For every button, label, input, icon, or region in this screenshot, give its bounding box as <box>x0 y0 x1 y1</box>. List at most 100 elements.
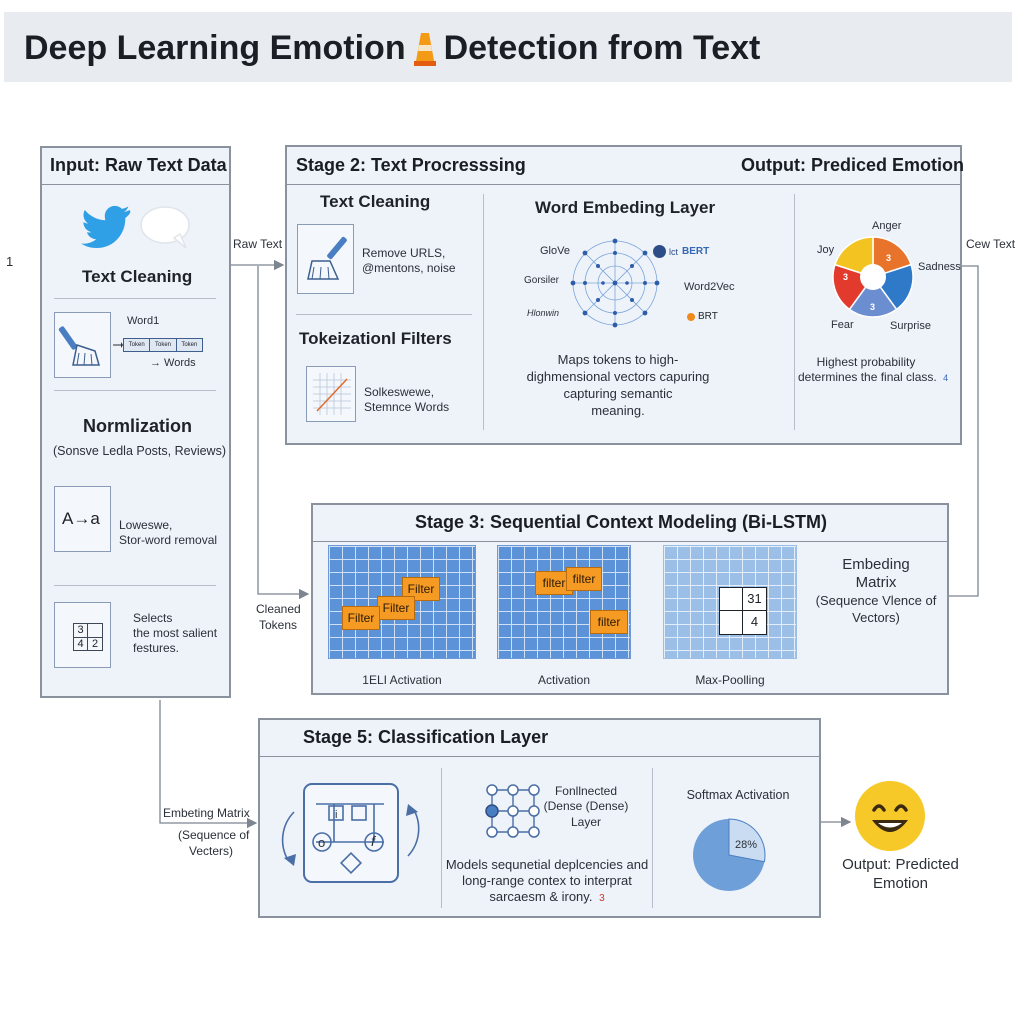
normalization-desc-1: Loweswe, <box>119 518 173 532</box>
embedding-heading: Word Embeding Layer <box>535 198 716 217</box>
chart-grid-icon <box>313 373 351 415</box>
stage3-embed-3: (Sequence Vlence of <box>815 593 937 608</box>
emotion-badge: 3 <box>886 253 892 263</box>
token-chip: Token <box>176 338 203 352</box>
activation-caption-2: Activation <box>537 673 591 687</box>
max-pooling-caption: Max-Poolling <box>695 673 765 687</box>
tokenization-desc-2: Stemnce Words <box>364 400 450 414</box>
cew-text-label: Cew Text <box>966 237 1016 251</box>
selection-cell <box>88 624 102 638</box>
tokenization-heading: Tokeizationl Filters <box>299 329 452 348</box>
side-marker: 1 <box>6 254 14 269</box>
input-broom-icon-box <box>54 312 111 378</box>
stage5-title: Stage 5: Classification Layer <box>303 727 549 747</box>
stage5-divider-2 <box>652 768 653 908</box>
emotion-pie-chart <box>832 236 914 318</box>
embedding-desc-4: meaning. <box>591 403 645 418</box>
surprise-slice <box>848 275 898 318</box>
normalization-caption: (Sonsve Ledla Posts, Reviews) <box>53 444 226 458</box>
stage5-desc-1: Models sequnetial deplcencies and <box>445 857 649 872</box>
filter-block: Filter <box>402 577 440 601</box>
embedding-network-icon <box>570 238 660 328</box>
pooling-cells: 31 4 <box>719 587 767 635</box>
bert-bottom-label: BRT <box>698 311 718 322</box>
lowercase-icon: A→a <box>62 509 100 528</box>
selection-desc-3: festures. <box>133 641 180 655</box>
stage2-title: Stage 2: Text Procresssing <box>296 155 526 175</box>
dense-layer-network-icon <box>485 784 540 838</box>
output-mark: 4 <box>943 373 949 383</box>
circuit-label-i: i <box>335 809 338 821</box>
embedding-desc-1: Maps tokens to high- <box>557 352 679 367</box>
pool-cell: 31 <box>743 588 766 611</box>
input-divider-3 <box>54 585 216 586</box>
embed-flow-label-3: Vecters) <box>189 844 234 858</box>
pool-cell <box>720 588 743 611</box>
word2vec-label: Word2Vec <box>684 281 735 293</box>
traffic-cone-icon <box>413 33 436 66</box>
surprise-label: Surprise <box>890 320 931 332</box>
twitter-bird-icon <box>81 205 131 248</box>
normalization-desc-2: Stor-word removal <box>119 533 218 547</box>
final-output-line-2: Emotion <box>872 875 929 892</box>
embed-flow-label-2: (Sequence of <box>178 828 250 842</box>
output-desc-1: Highest probability <box>816 355 916 369</box>
bert-prefix-label: lct <box>669 246 678 257</box>
emotion-badge: 3 <box>870 302 876 312</box>
input-panel-header-divider <box>41 184 230 185</box>
output-desc-2-row: determines the final class. 4 <box>798 370 948 384</box>
dense-desc-1: Fonllnected <box>554 784 618 798</box>
final-output-line-1: Output: Predicted <box>842 856 959 873</box>
token-chip: Token <box>123 338 151 352</box>
token-strip: Token Token Token <box>123 338 203 352</box>
word-label: Word1 <box>127 315 160 327</box>
output-desc-2: determines the final class. <box>798 370 937 384</box>
words-label: → Words <box>150 357 196 369</box>
stage2-cleaning-desc-2: @mentons, noise <box>362 261 456 275</box>
stage5-mark: 3 <box>599 893 605 904</box>
bert-bottom-badge: BRT <box>687 311 718 322</box>
input-divider-2 <box>54 390 216 391</box>
selection-desc-1: Selects <box>133 611 173 625</box>
joy-slice <box>834 236 874 279</box>
embedding-desc-3: capturing semantic <box>563 386 673 401</box>
broom-icon <box>307 236 347 280</box>
stage2-divider-2 <box>794 194 795 430</box>
fear-label: Fear <box>831 319 854 331</box>
smiling-emoji-icon <box>855 781 925 851</box>
cleaned-tokens-label-2: Tokens <box>259 618 298 632</box>
input-text-cleaning-heading: Text Cleaning <box>82 267 193 286</box>
stage3-title: Stage 3: Sequential Context Modeling (Bi… <box>415 512 828 532</box>
selection-cell: 3 <box>74 624 88 638</box>
title-part-2: Detection from Text <box>443 28 761 67</box>
title-bar <box>4 12 1012 82</box>
stage3-embed-1: Embeding <box>842 556 910 573</box>
selection-cell: 4 <box>74 638 88 651</box>
selection-grid: 3 4 2 <box>73 623 103 651</box>
selection-icon-box: 3 4 2 <box>54 602 111 668</box>
selection-desc-2: the most salient <box>133 626 218 640</box>
token-chip: Token <box>150 338 177 352</box>
bert-top-label: BERT <box>682 246 710 257</box>
softmax-pie-chart <box>693 818 766 891</box>
dense-desc-2: (Dense (Dense) <box>543 799 629 813</box>
tokenization-desc-1: Solkeswewe, <box>364 385 435 399</box>
input-divider-1 <box>54 298 216 299</box>
bert-logo-icon <box>653 245 666 258</box>
lowercase-icon-box: A→a <box>54 486 111 552</box>
circuit-label-o: o <box>318 835 326 850</box>
stage2-text-cleaning-heading: Text Cleaning <box>320 192 431 211</box>
bert-top-badge: lct BERT <box>653 245 709 258</box>
stage2-cleaning-desc-1: Remove URLS, <box>362 246 446 260</box>
tokenization-icon-box <box>306 366 356 422</box>
dense-desc-3: Layer <box>570 815 602 829</box>
stage2-divider-3 <box>296 314 472 315</box>
cleaned-tokens-label-1: Cleaned <box>256 602 301 616</box>
pool-cell <box>720 611 743 634</box>
glove-label: GloVe <box>540 245 570 257</box>
bert-dot-icon <box>687 312 695 321</box>
pool-cell: 4 <box>750 614 759 629</box>
embed-flow-label-1: Embeting Matrix <box>163 806 250 820</box>
stage5-desc-3: sarcaesm & irony. <box>489 889 593 904</box>
sadness-label: Sadness <box>918 261 961 273</box>
